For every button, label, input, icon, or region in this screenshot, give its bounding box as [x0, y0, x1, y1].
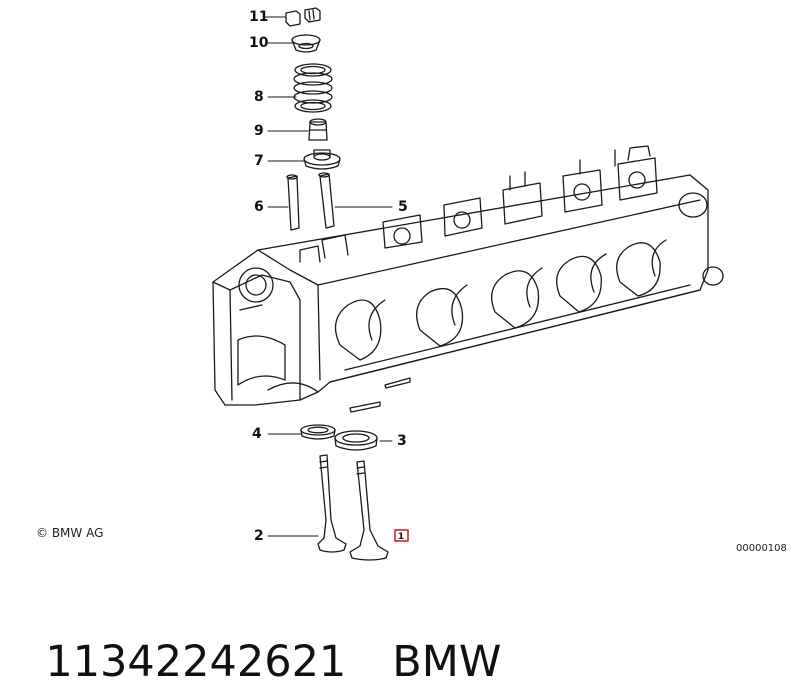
valve-seat-ring-3: [334, 430, 378, 451]
valve-keepers: [285, 7, 321, 27]
callout-8: 8: [254, 89, 264, 105]
spring-seat: [303, 149, 341, 170]
spring-retainer: [291, 34, 321, 53]
copyright-notice: © BMW AG: [36, 526, 104, 540]
callout-10: 10: [249, 35, 269, 51]
brand-name: BMW: [392, 637, 502, 687]
callout-9: 9: [254, 123, 264, 139]
valve-stem-seal: [308, 118, 328, 141]
valve-2: [317, 454, 347, 553]
callout-2: 2: [254, 528, 264, 544]
highlight-marker-1: [394, 529, 409, 542]
leader-lines: [264, 16, 393, 537]
callout-3: 3: [397, 433, 407, 449]
callout-6: 6: [254, 199, 264, 215]
valve-1: [349, 460, 389, 561]
figure-id: 00000108: [736, 543, 787, 554]
callout-5: 5: [398, 199, 408, 215]
callout-4: 4: [252, 426, 262, 442]
callout-7: 7: [254, 153, 264, 169]
valve-spring: [293, 63, 333, 113]
part-number: 11342242621: [45, 637, 347, 687]
valve-guide-5: [318, 172, 335, 229]
highlight-marker-label: 1: [398, 532, 404, 542]
valve-seat-ring-4: [300, 424, 336, 440]
part-caption: 11342242621 BMW: [18, 587, 547, 687]
cylinder-head-valve-diagram: 1: [212, 7, 724, 561]
callout-11: 11: [249, 9, 269, 25]
valve-guide-6: [286, 174, 300, 231]
cylinder-head: [212, 145, 724, 413]
